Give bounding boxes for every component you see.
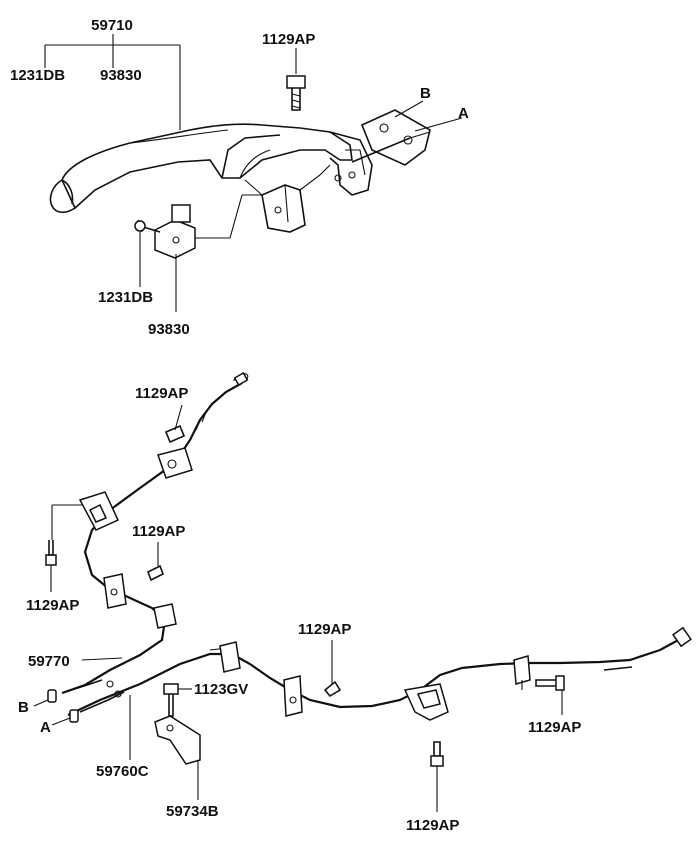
lever-handle [49,123,353,214]
label-a-top: A [458,105,469,122]
label-1129ap-cable-5: 1129AP [528,719,581,736]
label-59734b: 59734B [166,803,219,820]
label-1129ap-cable-6: 1129AP [406,817,459,834]
cable-clamp-upper [157,447,193,479]
label-1129ap-cable-1: 1129AP [135,385,188,402]
parking-brake-lever-assembly: 59710 1231DB 93830 1129AP B A 1231DB 938… [10,17,469,338]
cable-59760c [67,626,692,716]
label-93830-top: 93830 [100,67,142,84]
parking-brake-cable-assembly: 1129AP 1129AP 1129AP 1129AP 59770 1123GV… [18,372,692,834]
leader-59710 [44,34,181,130]
cable-end-a [51,699,109,726]
cable-clamp-lower-3 [403,683,449,721]
switch-93830 [154,194,262,312]
equalizer-bolt-1123gv [163,683,192,717]
cable-clamp-mid [51,491,119,540]
label-59760c: 59760C [96,763,149,780]
cable-bolt-5 [535,675,565,715]
cable-clamp-lower-2 [283,675,303,717]
label-1129ap-top: 1129AP [262,31,315,48]
cable-clamp-bracket [351,100,463,166]
cable-clamp-lower-right [153,603,177,629]
lever-bolt-1129ap [286,48,306,111]
cable-bolt-6 [430,741,444,812]
label-1231db-top: 1231DB [10,67,65,84]
leader-59770 [81,657,123,661]
cable-bolt-4 [323,640,342,698]
lever-mount-bracket [244,164,331,233]
cable-clamp-lower-1 [219,641,241,673]
cable-59770 [61,372,249,695]
switch-bolt-1231db [134,219,161,287]
label-1129ap-cable-4: 1129AP [298,621,351,638]
equalizer-59734b [154,715,201,800]
label-b-top: B [420,85,431,102]
label-93830-bottom: 93830 [148,321,190,338]
label-1123gv: 1123GV [194,681,248,698]
cable-clamp-lower-left [103,573,127,609]
label-59710: 59710 [91,17,133,34]
cable-bolt-3 [146,542,165,582]
label-1129ap-cable-3: 1129AP [132,523,185,540]
cable-ends-joint [83,679,125,701]
cable-bolt-2 [45,540,57,592]
cable-clamp-lower-4 [513,655,531,690]
label-59770: 59770 [28,653,70,670]
lever-ratchet-bracket [329,131,373,196]
label-b-bottom: B [18,699,29,716]
label-a-bottom: A [40,719,51,736]
cable-bolt-1 [164,404,186,444]
label-1231db-switch: 1231DB [98,289,153,306]
label-1129ap-cable-2: 1129AP [26,597,79,614]
cable-end-b [33,685,85,707]
